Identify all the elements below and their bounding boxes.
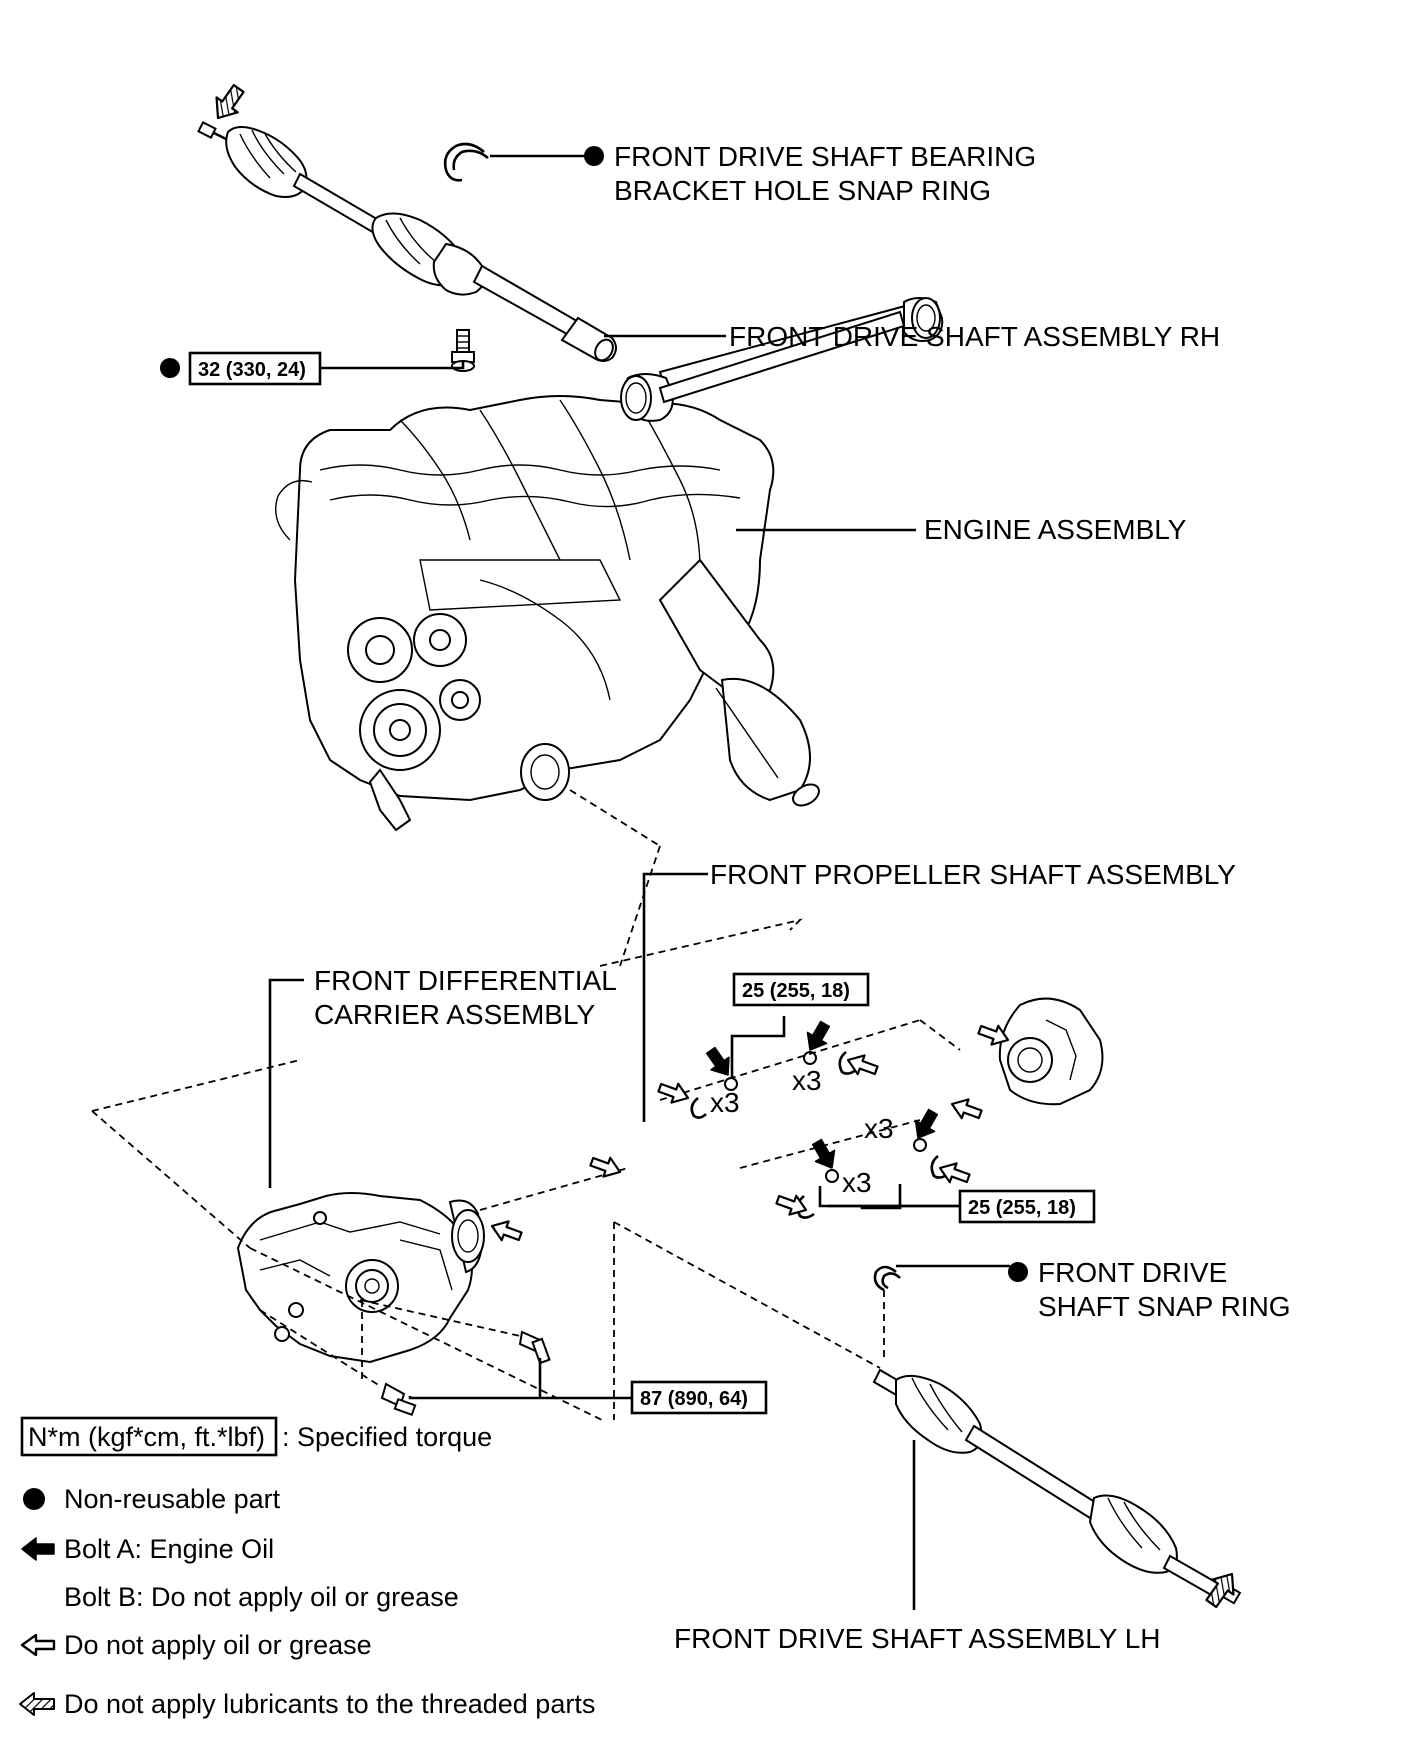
torque-value: 25 (255, 18) — [742, 980, 850, 1002]
legend: N*m (kgf*cm, ft.*lbf) : Specified torque… — [19, 1416, 595, 1719]
legend-no-lubricant: Do not apply lubricants to the threaded … — [64, 1689, 595, 1719]
filled-circle-icon — [23, 1488, 45, 1510]
propeller-shaft-body — [658, 310, 906, 404]
label-drive-shaft-lh: FRONT DRIVE SHAFT ASSEMBLY LH — [674, 1623, 1161, 1654]
non-reusable-marker — [1008, 1262, 1028, 1282]
torque-value: 87 (890, 64) — [640, 1388, 748, 1410]
hatched-arrow-icon — [19, 1692, 55, 1716]
quantity-label: x3 — [842, 1167, 872, 1198]
legend-non-reusable: Non-reusable part — [64, 1484, 281, 1514]
legend-no-oil: Do not apply oil or grease — [64, 1630, 372, 1660]
legend-torque-desc: : Specified torque — [282, 1422, 492, 1452]
label-snap-ring-bracket-1: FRONT DRIVE SHAFT BEARING — [614, 141, 1036, 172]
legend-torque-units: N*m (kgf*cm, ft.*lbf) — [28, 1422, 265, 1452]
legend-bolt-b: Bolt B: Do not apply oil or grease — [64, 1582, 459, 1612]
torque-value: 32 (330, 24) — [198, 359, 306, 381]
label-propeller-shaft: FRONT PROPELLER SHAFT ASSEMBLY — [710, 859, 1236, 890]
engine-assembly — [275, 395, 820, 832]
bearing-bracket-snap-ring — [443, 142, 489, 182]
quantity-label: x3 — [710, 1087, 740, 1118]
leader-lines — [268, 154, 1010, 1610]
assembly-guide-lines — [91, 789, 961, 1421]
front-differential-carrier — [236, 1192, 485, 1364]
torque-propeller-rear: 25 (255, 18) — [958, 1189, 1096, 1224]
label-snap-ring-shaft-1: FRONT DRIVE — [1038, 1257, 1227, 1288]
label-snap-ring-bracket-2: BRACKET HOLE SNAP RING — [614, 175, 991, 206]
label-engine: ENGINE ASSEMBLY — [924, 514, 1187, 545]
non-reusable-marker — [584, 146, 604, 166]
front-drive-shaft-rh — [197, 79, 617, 362]
legend-bolt-a: Bolt A: Engine Oil — [64, 1534, 274, 1564]
non-reusable-marker — [160, 358, 180, 378]
front-drive-shaft-lh — [872, 1368, 1244, 1613]
differential-bolt-upper — [518, 1330, 551, 1365]
quantity-labels: x3 x3 x3 x3 — [710, 1065, 894, 1198]
label-snap-ring-shaft-2: SHAFT SNAP RING — [1038, 1291, 1291, 1322]
label-differential-2: CARRIER ASSEMBLY — [314, 999, 595, 1030]
label-drive-shaft-rh: FRONT DRIVE SHAFT ASSEMBLY RH — [729, 321, 1220, 352]
differential-bolt-lower — [380, 1382, 417, 1417]
quantity-label: x3 — [792, 1065, 822, 1096]
quantity-label: x3 — [864, 1113, 894, 1144]
label-differential-1: FRONT DIFFERENTIAL — [314, 965, 617, 996]
drive-shaft-snap-ring — [873, 1265, 901, 1292]
part-labels: FRONT DRIVE SHAFT BEARING BRACKET HOLE S… — [314, 141, 1291, 1654]
propeller-bolts — [690, 1050, 949, 1219]
outline-arrows — [487, 1019, 1013, 1247]
torque-value: 25 (255, 18) — [968, 1197, 1076, 1219]
torque-differential-bolts: 87 (890, 64) — [630, 1380, 768, 1415]
torque-propeller-front: 25 (255, 18) — [732, 972, 870, 1007]
transfer-flange — [998, 997, 1104, 1106]
solid-arrow-icon — [21, 1537, 55, 1561]
outline-arrow-icon — [20, 1633, 56, 1657]
torque-bracket-bolt: 32 (330, 24) — [160, 351, 322, 386]
